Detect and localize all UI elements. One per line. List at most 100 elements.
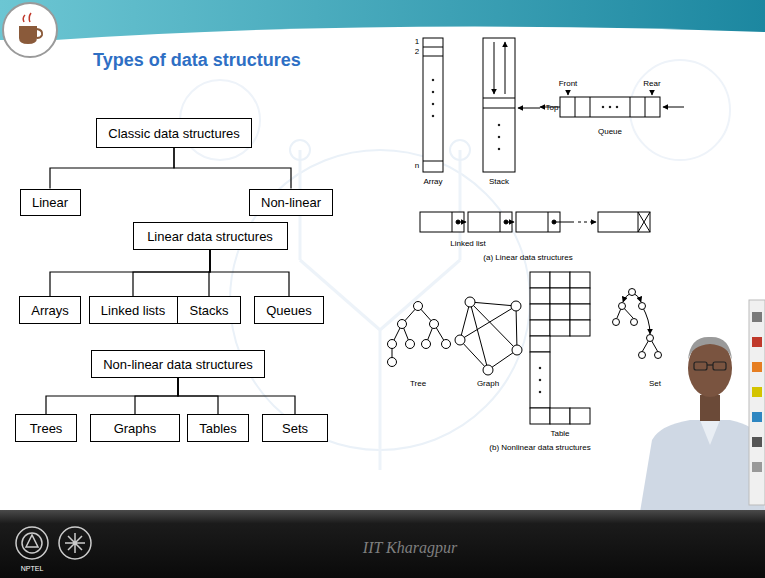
figure-label: (a) Linear data structures bbox=[483, 254, 572, 263]
watermark: IIT Kharagpur bbox=[363, 539, 457, 557]
graph-figure bbox=[512, 345, 522, 355]
set-figure bbox=[639, 352, 646, 359]
presenter-video bbox=[700, 395, 720, 421]
set-figure bbox=[655, 352, 662, 359]
tree-figure bbox=[430, 320, 439, 329]
institute-logos bbox=[65, 533, 85, 553]
figure-label: Linked list bbox=[450, 240, 486, 249]
figure-label: Rear bbox=[643, 80, 660, 89]
box-label: Queues bbox=[266, 303, 312, 318]
graph-figure bbox=[460, 306, 516, 340]
graph-figure bbox=[516, 306, 517, 350]
queue-figure bbox=[609, 106, 611, 108]
figure-label: Table bbox=[550, 430, 569, 439]
category-box: Sets bbox=[262, 414, 328, 442]
figure-label: Queue bbox=[598, 128, 622, 137]
table-figure bbox=[530, 304, 550, 320]
queue-figure bbox=[616, 106, 618, 108]
table-figure bbox=[550, 288, 570, 304]
box-label: Graphs bbox=[114, 421, 157, 436]
figure-label: Top bbox=[546, 104, 559, 113]
table-figure bbox=[530, 272, 550, 288]
linked-list-figure bbox=[500, 212, 501, 232]
queue-figure bbox=[645, 97, 646, 117]
table-figure bbox=[530, 352, 550, 408]
tree-connector bbox=[50, 250, 210, 296]
table-figure bbox=[530, 320, 550, 336]
tree-figure bbox=[388, 340, 397, 349]
category-box: Stacks bbox=[177, 296, 241, 324]
pen-toolbar bbox=[749, 300, 765, 505]
box-label: Linked lists bbox=[101, 303, 165, 318]
tree-connector bbox=[210, 250, 289, 296]
course-logo bbox=[3, 3, 57, 57]
pen-toolbar bbox=[752, 312, 762, 322]
queue-figure bbox=[663, 107, 684, 108]
category-box: Queues bbox=[254, 296, 324, 324]
linked-list-figure bbox=[638, 212, 650, 232]
queue-figure bbox=[568, 90, 569, 95]
linked-list-figure bbox=[638, 212, 639, 232]
pen-toolbar bbox=[752, 362, 762, 372]
stack-figure bbox=[498, 136, 500, 138]
presenter-video bbox=[640, 420, 765, 512]
tree-connector bbox=[133, 250, 210, 296]
tree-connector bbox=[46, 378, 178, 414]
queue-figure bbox=[630, 97, 631, 117]
tree-figure bbox=[442, 340, 451, 349]
table-figure bbox=[570, 304, 590, 320]
linked-list-figure bbox=[420, 212, 650, 232]
stack-figure bbox=[483, 108, 515, 109]
array-figure bbox=[423, 56, 443, 57]
pen-toolbar bbox=[752, 462, 762, 472]
linked-list-figure bbox=[554, 222, 574, 223]
array-figure bbox=[423, 38, 443, 172]
table-figure bbox=[539, 379, 541, 381]
institute-logos bbox=[59, 527, 91, 559]
tree-figure bbox=[414, 302, 423, 311]
box-label: Stacks bbox=[189, 303, 228, 318]
stack-figure bbox=[505, 42, 506, 94]
graph-figure bbox=[455, 297, 522, 375]
graph-figure bbox=[483, 365, 493, 375]
figure-label: Array bbox=[423, 178, 442, 187]
linked-list-figure bbox=[590, 222, 596, 223]
footer-bar bbox=[0, 510, 765, 578]
institute-logos bbox=[22, 533, 42, 553]
presenter-video bbox=[640, 337, 765, 512]
course-logo bbox=[37, 29, 42, 38]
category-box: Trees bbox=[15, 414, 77, 442]
set-figure bbox=[613, 289, 662, 359]
linked-list-figure bbox=[458, 222, 466, 223]
table-figure bbox=[550, 304, 570, 320]
category-box: Linear bbox=[20, 189, 81, 216]
box-label: Trees bbox=[30, 421, 63, 436]
figure-label: Front bbox=[559, 80, 578, 89]
pen-toolbar bbox=[752, 337, 762, 347]
figure-label: Graph bbox=[477, 380, 499, 389]
box-label: Tables bbox=[199, 421, 237, 436]
category-box: Linear data structures bbox=[133, 222, 288, 250]
graph-figure bbox=[455, 335, 465, 345]
table-figure bbox=[550, 320, 570, 336]
set-figure bbox=[647, 335, 654, 342]
pen-toolbar bbox=[752, 437, 762, 447]
table-figure bbox=[550, 272, 570, 288]
graph-figure bbox=[465, 297, 475, 307]
table-figure bbox=[570, 408, 590, 424]
header-band bbox=[55, 27, 765, 40]
box-label: Sets bbox=[282, 421, 308, 436]
stack-figure bbox=[483, 98, 515, 99]
set-figure bbox=[613, 319, 620, 326]
array-figure bbox=[432, 91, 434, 93]
array-figure bbox=[423, 38, 443, 172]
graph-figure bbox=[511, 301, 521, 311]
logo-caption: NPTEL bbox=[21, 565, 44, 573]
queue-figure bbox=[560, 97, 660, 117]
queue-figure bbox=[602, 106, 604, 108]
linked-list-figure bbox=[452, 212, 453, 232]
figure-label: Tree bbox=[410, 380, 426, 389]
graph-figure bbox=[470, 302, 516, 306]
category-box: Non-linear data structures bbox=[91, 350, 265, 378]
